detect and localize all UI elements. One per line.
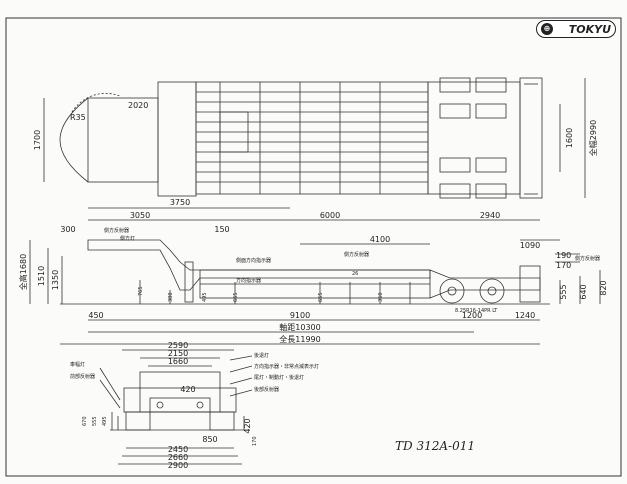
rear-view: [99, 349, 253, 465]
note-side-reflector-3: 側方反射器: [575, 255, 600, 262]
rear-bumper: [519, 77, 543, 199]
height-1350: 1350: [51, 270, 60, 290]
rear-dim-2450: 2450: [168, 445, 188, 454]
inner-495: 495: [202, 292, 208, 302]
top-width-label: 1600: [565, 128, 574, 148]
note-indicator: 方向指示器: [236, 277, 261, 284]
height-overall: 全高1680: [18, 254, 28, 290]
dim-450: 450: [88, 311, 103, 320]
dim-1200: 1200: [462, 311, 482, 320]
logo-text: TOKYU: [568, 23, 611, 36]
rear-label-front-reflector: 前部反射器: [70, 373, 95, 380]
dim-2940: 2940: [480, 211, 500, 220]
landing-gear: [184, 261, 194, 303]
note-side-lamp: 側方灯: [120, 235, 135, 242]
top-length-label: 1700: [33, 130, 42, 150]
rear-dim-420: 420: [180, 385, 195, 394]
dim-820: 820: [599, 280, 608, 295]
dim-190: 190: [556, 251, 571, 260]
rear-label-indicator: 方向指示器・非常点滅表示灯: [254, 363, 319, 370]
inner-350: 350: [378, 292, 384, 302]
side-view: [29, 207, 601, 345]
tire-top-2: [475, 77, 507, 93]
rear-dim-670: 670: [82, 416, 88, 426]
dim-3750: 3750: [170, 198, 190, 207]
inner-380: 380: [168, 292, 174, 302]
wheel-2: [479, 278, 505, 304]
dim-4100: 4100: [370, 235, 390, 244]
rear-label-reverse: 後退灯: [254, 352, 269, 359]
tire-top-1: [439, 77, 471, 93]
tire-bottom-1: [439, 183, 471, 199]
radius-label-b: 2020: [128, 101, 148, 110]
dim-1090: 1090: [520, 241, 540, 250]
tire-bottom-2: [475, 183, 507, 199]
rear-frame: [427, 81, 521, 195]
rear-label-tail: 尾灯・制動灯・後退灯: [254, 374, 304, 381]
radius-label-a: R35: [70, 113, 86, 122]
note-side-reflector-1: 側方反射器: [104, 227, 129, 234]
rear-tire-left: [125, 411, 151, 431]
gooseneck-frame: [87, 239, 431, 291]
rear-tire-right: [209, 411, 235, 431]
dim-9100: 9100: [290, 311, 310, 320]
deck-plate: [219, 111, 249, 153]
rear-dim-555: 555: [92, 416, 98, 426]
rear-dim-2590: 2590: [168, 341, 188, 350]
top-view: [43, 77, 586, 199]
rear-dim-1660: 1660: [168, 357, 188, 366]
dim-1240: 1240: [515, 311, 535, 320]
rear-dim-2150: 2150: [168, 349, 188, 358]
dim-150: 150: [214, 225, 229, 234]
tractor-body: [157, 81, 197, 197]
rear-dim-2900: 2900: [168, 461, 188, 470]
wheel-1: [439, 278, 465, 304]
tokyu-logo: ⊕ TOKYU: [536, 20, 616, 38]
rear-dim-850: 850: [202, 435, 217, 444]
sheet-border: [5, 17, 622, 477]
deck-outline: [195, 81, 429, 195]
tire-spec-label: 8.25R16-14PR LT: [455, 308, 498, 314]
rear-dim-2660: 2660: [168, 453, 188, 462]
inner-655: 655: [318, 292, 324, 302]
inner-665: 665: [233, 292, 239, 302]
overall-length-label: 全長11990: [279, 334, 320, 344]
rear-dim-420b: 420: [243, 418, 252, 433]
note-side-indicator: 側面方向指示器: [236, 257, 271, 264]
note-side-reflector-2: 側方反射器: [344, 251, 369, 258]
rear-label-width-lamp: 車幅灯: [70, 361, 85, 368]
inner-765: 765: [138, 286, 144, 296]
rear-dim-495: 495: [102, 416, 108, 426]
dim-6000: 6000: [320, 211, 340, 220]
dim-170: 170: [556, 261, 571, 270]
top-overall-width-label: 全幅2990: [588, 120, 598, 156]
drawing-number: TD 312A-011: [395, 439, 475, 453]
wheelbase-label: 軸距10300: [279, 322, 320, 332]
inner-26: 26: [352, 271, 358, 277]
dim-3050: 3050: [130, 211, 150, 220]
dim-640: 640: [579, 284, 588, 299]
rear-bumper-side: [519, 265, 541, 303]
cab-nose: [59, 97, 89, 183]
cab-outline: [87, 97, 159, 183]
rear-dim-170: 170: [252, 436, 258, 446]
height-1510: 1510: [37, 266, 46, 286]
rear-label-reflector: 後部反射器: [254, 386, 279, 393]
dim-300: 300: [60, 225, 75, 234]
logo-mark-icon: ⊕: [541, 23, 553, 35]
dim-555: 555: [559, 284, 568, 299]
